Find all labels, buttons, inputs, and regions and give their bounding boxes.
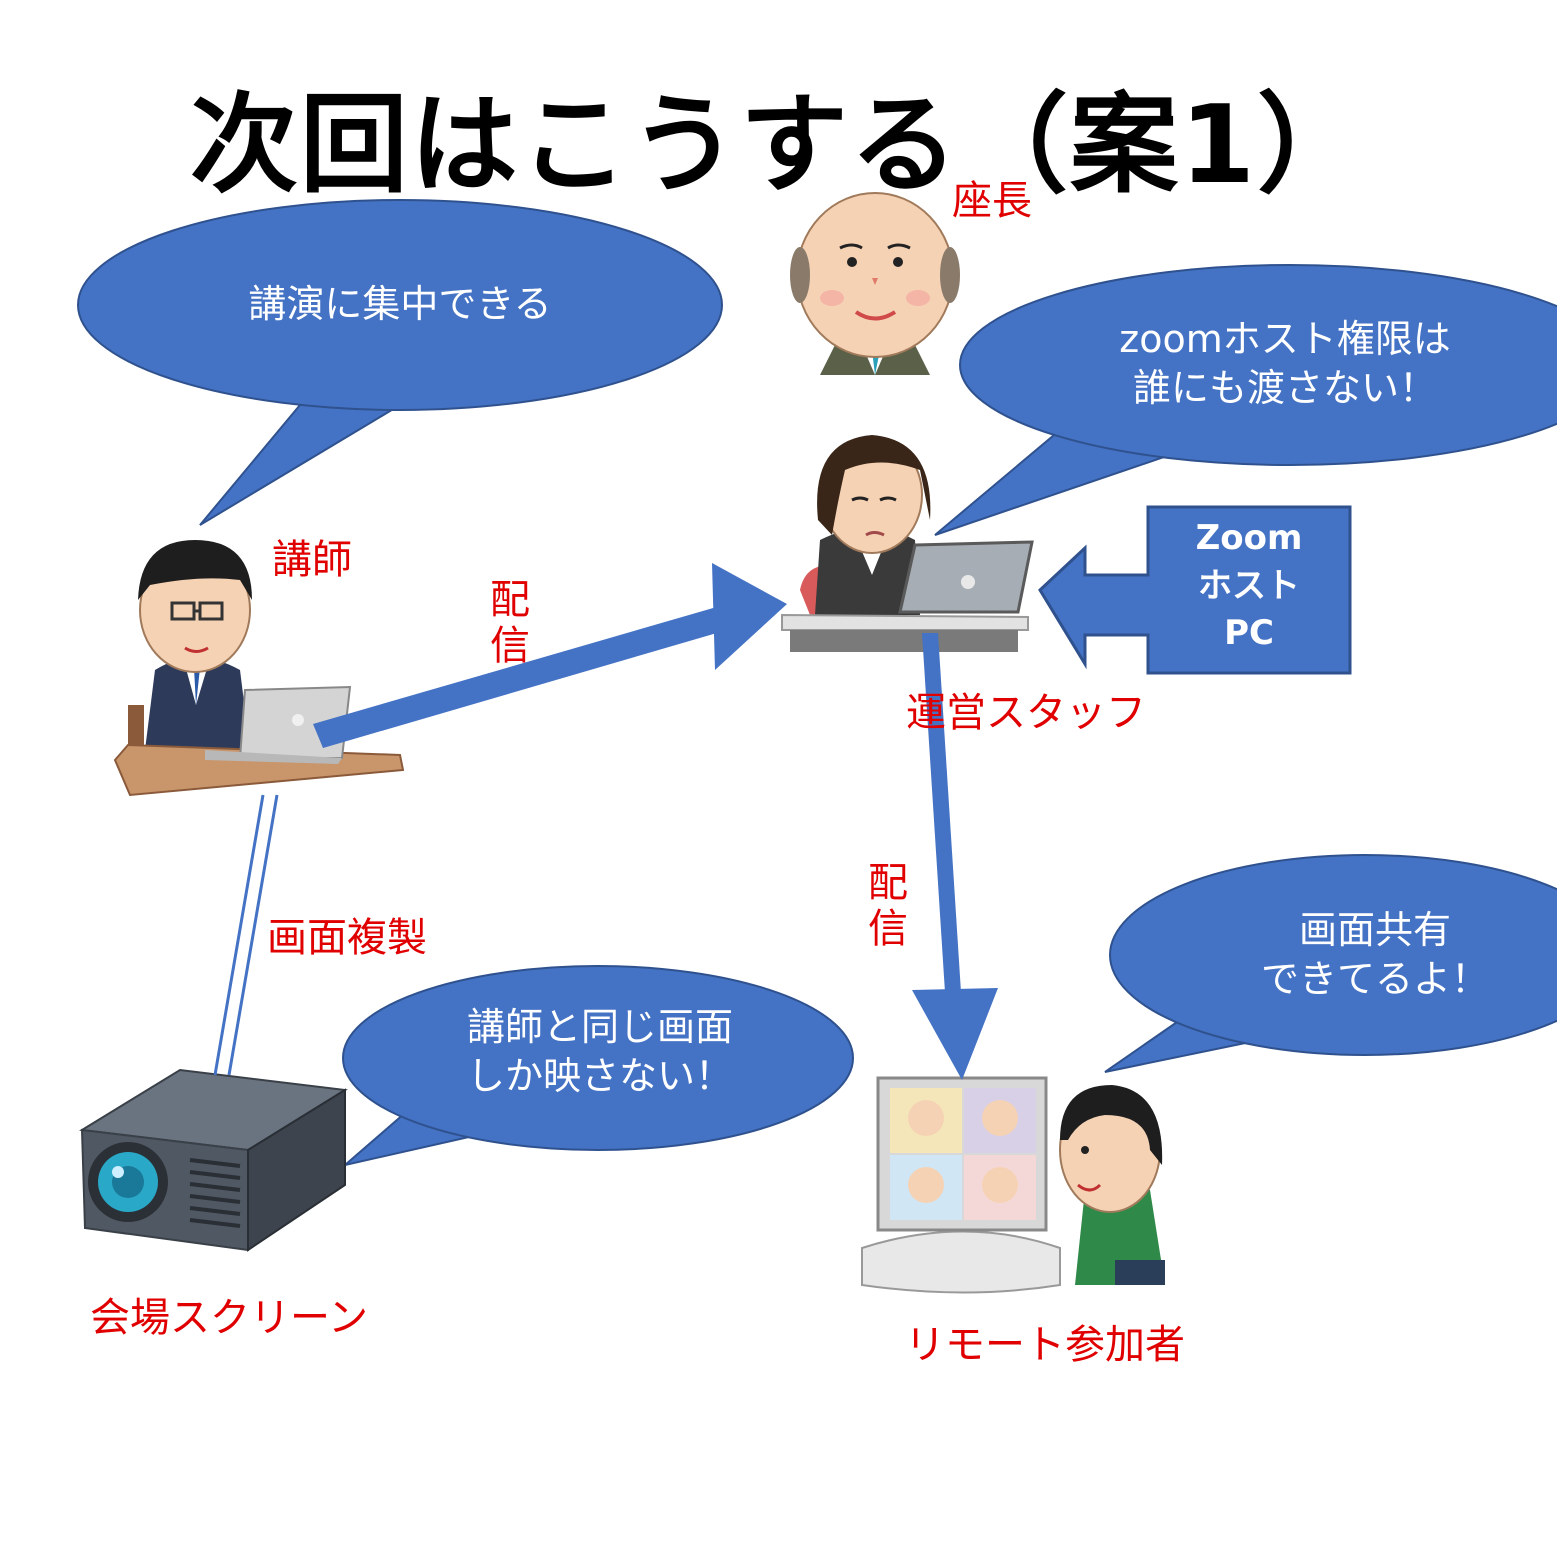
label-remote: リモート参加者 (905, 1322, 1185, 1368)
bubble-staff-text: zoomホスト権限は 誰にも渡さない！ (1119, 317, 1451, 411)
label-mirror: 画面複製 (267, 915, 427, 961)
bubble-remote (1104, 854, 1557, 1073)
page-title: 次回はこうする（案1） (189, 83, 1368, 208)
label-chair: 座長 (952, 178, 1032, 224)
staff-illustration (781, 435, 1034, 652)
chair-person-illustration (790, 192, 960, 375)
label-stream-2: 配 信 (868, 860, 908, 952)
label-staff: 運営スタッフ (906, 690, 1146, 736)
lecturer-illustration (113, 540, 405, 797)
label-stream-1: 配 信 (490, 577, 530, 669)
stream-arrow-lecturer-to-staff (313, 563, 787, 748)
bubble-screen-text: 講師と同じ画面 しか映さない！ (466, 1005, 733, 1099)
label-lecturer: 講師 (272, 537, 352, 583)
bubble-screen (342, 965, 854, 1166)
projector-illustration (79, 1068, 348, 1252)
bubble-lecturer-text: 講演に集中できる (248, 282, 552, 326)
label-venue-screen: 会場スクリーン (90, 1295, 368, 1341)
zoom-host-pc-box (1038, 505, 1352, 675)
remote-participant-illustration (861, 1076, 1165, 1294)
bubble-remote-text: 画面共有 できてるよ！ (1260, 908, 1489, 1002)
zoom-host-pc-text: Zoom ホスト PC (1195, 518, 1303, 654)
stream-arrow-staff-to-remote (912, 633, 998, 1080)
mirror-line (213, 794, 279, 1076)
bubble-lecturer (77, 199, 723, 526)
bubble-staff (934, 264, 1557, 536)
